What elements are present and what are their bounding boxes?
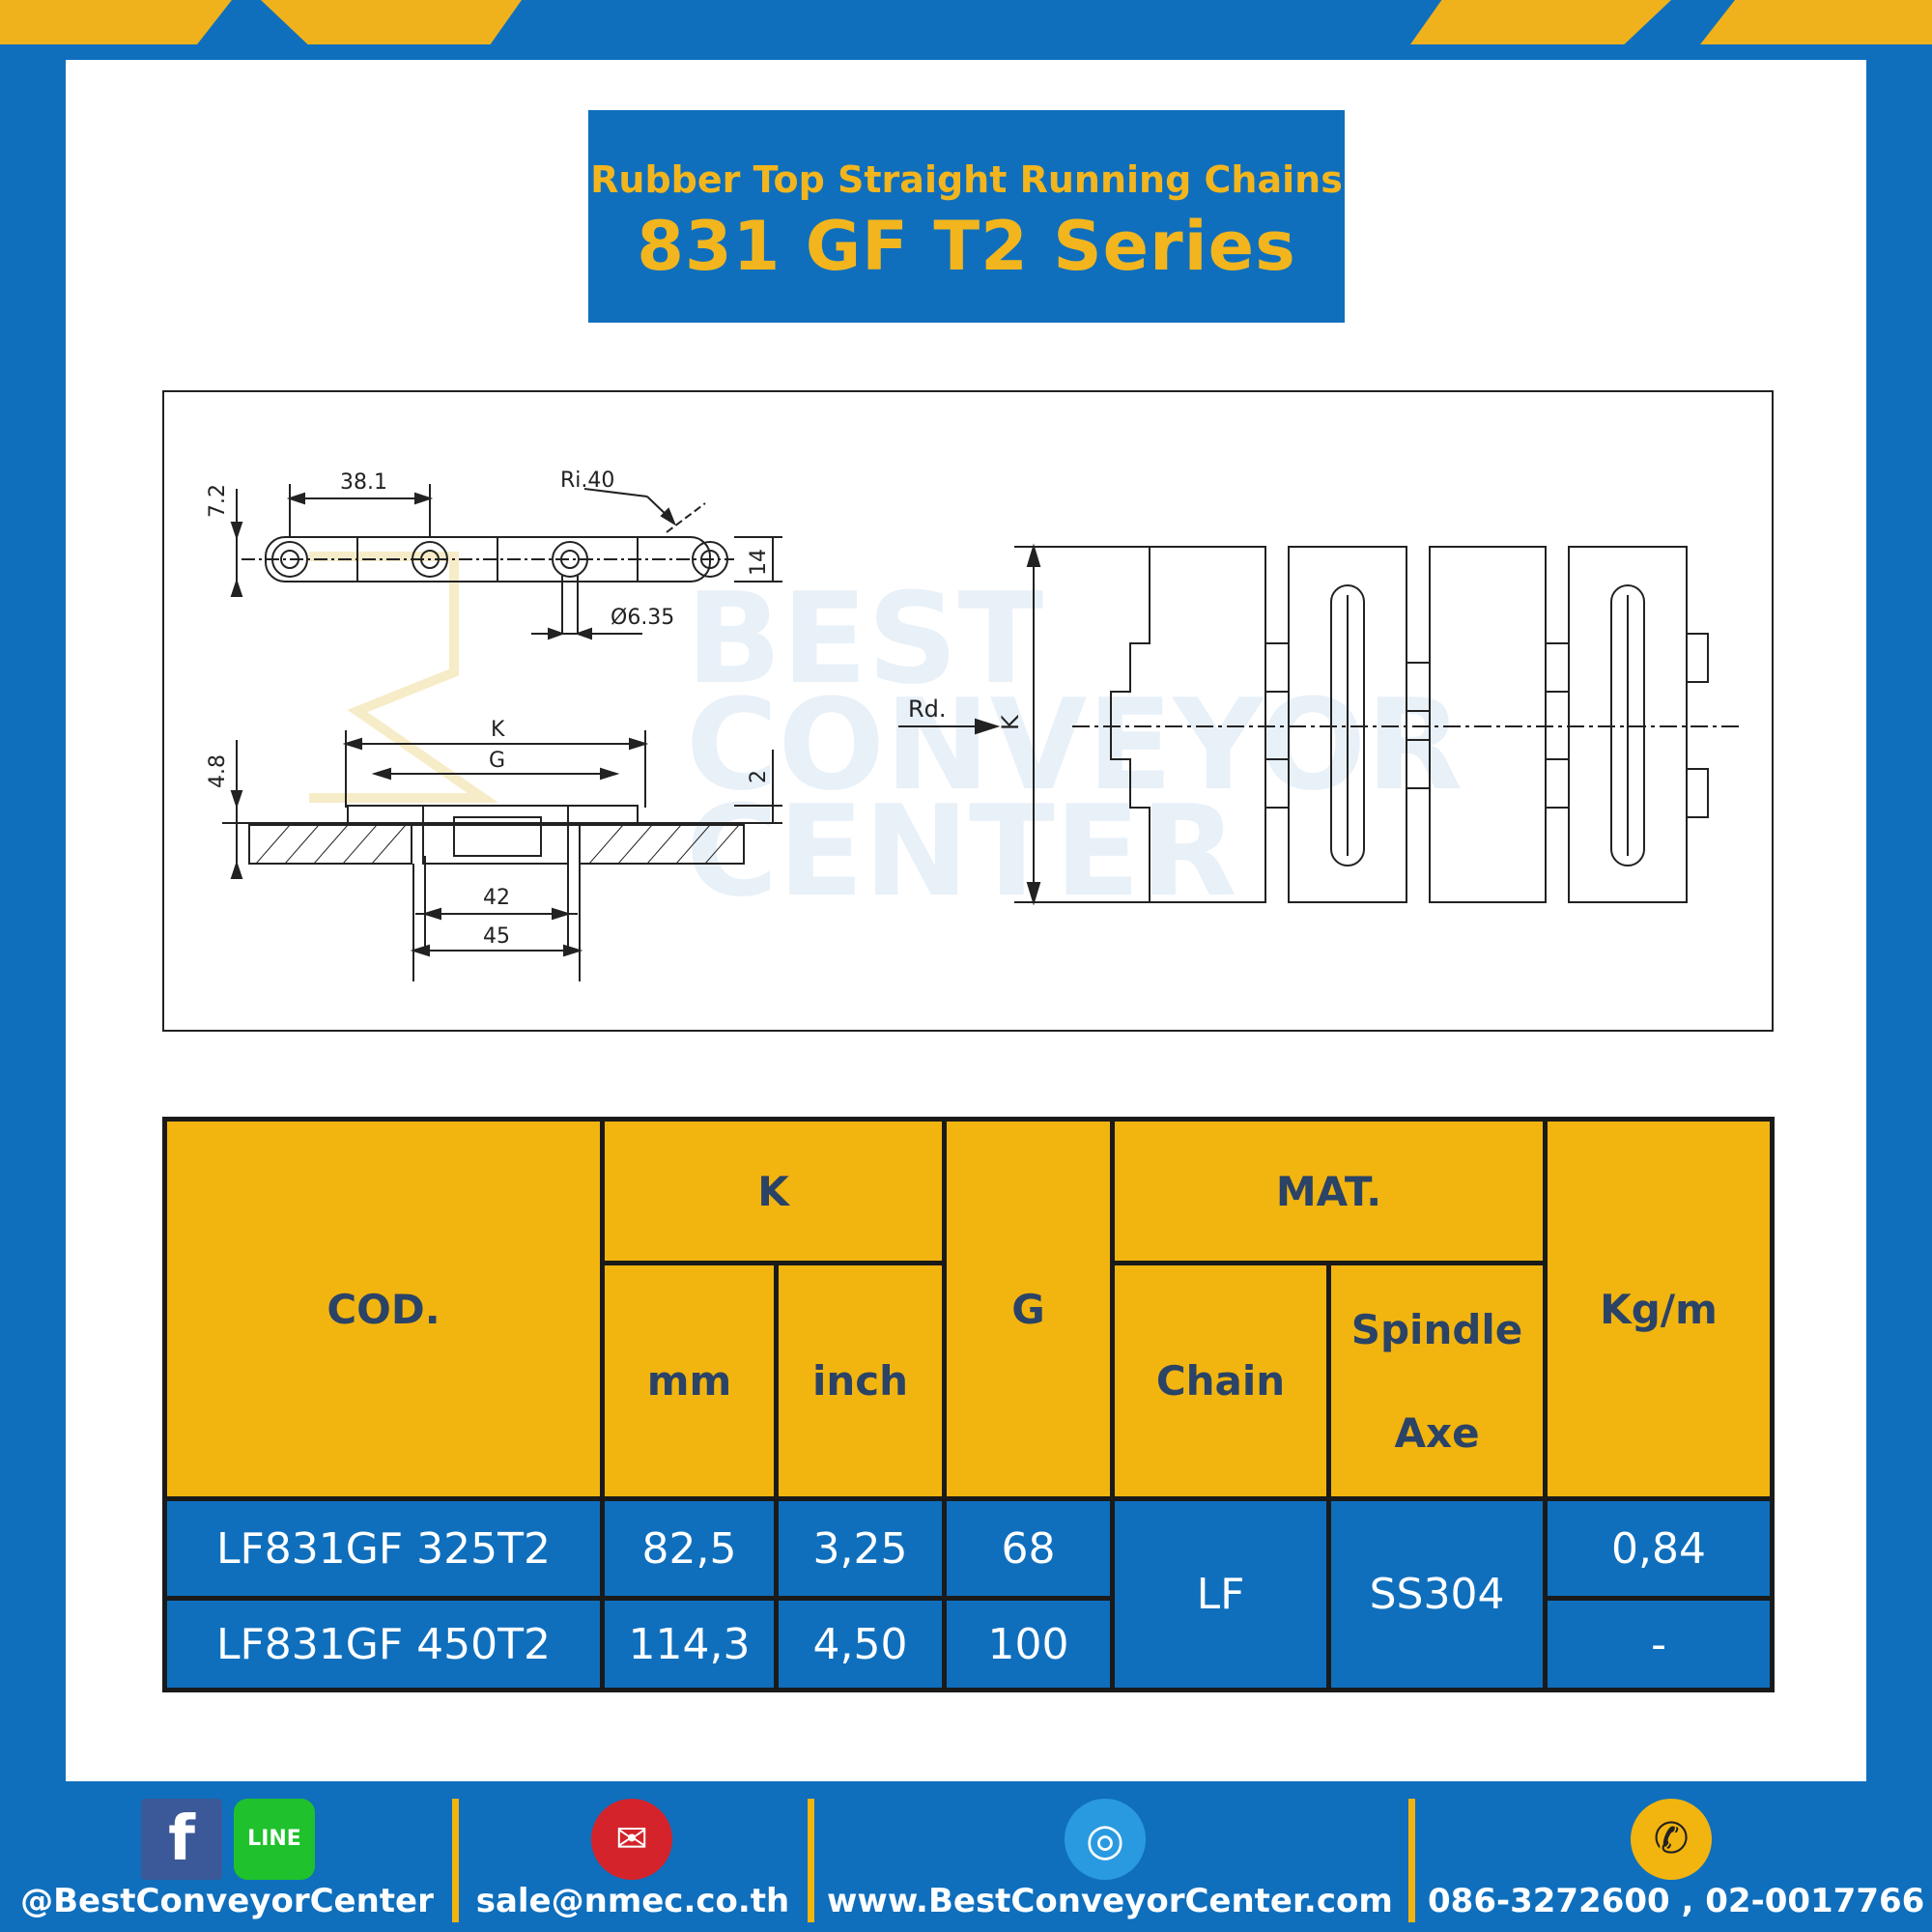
cross-section-view bbox=[222, 730, 782, 981]
header-inch: inch bbox=[773, 1261, 948, 1502]
watermark-line-2: CONVEYOR bbox=[686, 671, 1463, 818]
dim-pitch-label: 38.1 bbox=[340, 470, 387, 495]
watermark-logo-icon bbox=[309, 552, 499, 803]
row-2-inch: 4,50 bbox=[773, 1596, 948, 1692]
technical-drawing: BEST CONVEYOR CENTER bbox=[162, 390, 1774, 1032]
cross-section-labels: K G 4.8 2 42 45 bbox=[206, 718, 771, 949]
header-axe: Axe bbox=[1394, 1408, 1480, 1457]
header-mat: MAT. bbox=[1110, 1116, 1548, 1266]
product-title: 831 GF T2 Series bbox=[637, 207, 1296, 286]
header-spindle: Spindle bbox=[1350, 1305, 1523, 1353]
row-1-kgm: 0,84 bbox=[1543, 1496, 1776, 1602]
header-chain: Chain bbox=[1110, 1261, 1332, 1502]
footer-contact-bar: f LINE @BestConveyorCenter ✉ sale@nmec.c… bbox=[0, 1781, 1932, 1932]
top-view-labels: 38.1 Ri.40 7.2 14 Ø6.35 bbox=[206, 469, 771, 630]
dim-rd-label: Rd. bbox=[908, 696, 947, 723]
row-2-cod: LF831GF 450T2 bbox=[162, 1596, 605, 1692]
top-view bbox=[230, 484, 782, 640]
facebook-icon[interactable]: f bbox=[141, 1799, 222, 1880]
watermark: BEST CONVEYOR CENTER bbox=[686, 565, 1463, 924]
email-address: sale@nmec.co.th bbox=[475, 1882, 790, 1920]
top-stripe-3 bbox=[1410, 0, 1671, 44]
header-k: K bbox=[599, 1116, 948, 1266]
dim-height-mid-label: 4.8 bbox=[206, 754, 230, 788]
dim-42-label: 42 bbox=[483, 886, 510, 910]
social-handle: @BestConveyorCenter bbox=[20, 1882, 434, 1920]
row-1-mm: 82,5 bbox=[600, 1496, 779, 1602]
footer-email[interactable]: ✉ sale@nmec.co.th bbox=[473, 1781, 792, 1932]
row-2-kgm: - bbox=[1543, 1596, 1776, 1692]
top-stripe-2 bbox=[261, 0, 522, 44]
mat-spindle-value: SS304 bbox=[1326, 1496, 1548, 1692]
email-icon[interactable]: ✉ bbox=[591, 1799, 672, 1880]
footer-divider bbox=[452, 1799, 459, 1922]
header-spindle-axe: Spindle Axe bbox=[1326, 1261, 1548, 1502]
header-mm: mm bbox=[600, 1261, 779, 1502]
chain-diagram-svg: BEST CONVEYOR CENTER bbox=[206, 469, 1739, 981]
dim-radius-label: Ri.40 bbox=[560, 469, 614, 493]
line-icon[interactable]: LINE bbox=[234, 1799, 315, 1880]
row-2-mm: 114,3 bbox=[600, 1596, 779, 1692]
dim-g-label: G bbox=[489, 749, 505, 773]
dim-height-top-label: 7.2 bbox=[206, 484, 230, 518]
plan-view-labels: Rd. K bbox=[908, 696, 1024, 730]
globe-icon[interactable]: ◎ bbox=[1065, 1799, 1146, 1880]
product-subtitle: Rubber Top Straight Running Chains bbox=[590, 158, 1343, 201]
plan-view bbox=[898, 543, 1739, 906]
header-g: G bbox=[942, 1116, 1116, 1502]
mat-chain-value: LF bbox=[1110, 1496, 1332, 1692]
dim-k-label: K bbox=[491, 718, 505, 742]
dim-gap-label: 2 bbox=[747, 770, 771, 783]
footer-phone[interactable]: ✆ 086-3272600 , 02-0017766 bbox=[1428, 1781, 1925, 1932]
footer-divider bbox=[1408, 1799, 1415, 1922]
footer-website[interactable]: ◎ www.BestConveyorCenter.com bbox=[827, 1781, 1393, 1932]
watermark-line-1: BEST bbox=[686, 565, 1043, 712]
header-kgm: Kg/m bbox=[1543, 1116, 1776, 1502]
phone-icon[interactable]: ✆ bbox=[1631, 1799, 1712, 1880]
dim-thickness-label: 14 bbox=[747, 549, 771, 576]
watermark-line-3: CENTER bbox=[686, 778, 1237, 924]
header-cod: COD. bbox=[162, 1116, 605, 1502]
spec-table: COD. K G MAT. Kg/m mm inch Chain Spindle… bbox=[162, 1116, 1776, 1692]
footer-social[interactable]: f LINE @BestConveyorCenter bbox=[19, 1781, 435, 1932]
website-url: www.BestConveyorCenter.com bbox=[827, 1882, 1393, 1920]
dim-45-label: 45 bbox=[483, 924, 510, 949]
phone-numbers: 086-3272600 , 02-0017766 bbox=[1428, 1882, 1925, 1920]
dim-pin-dia-label: Ø6.35 bbox=[611, 606, 674, 630]
footer-divider bbox=[808, 1799, 814, 1922]
top-stripe-4 bbox=[1700, 0, 1932, 44]
top-stripe-1 bbox=[0, 0, 232, 44]
row-2-g: 100 bbox=[942, 1596, 1116, 1692]
hatch-lines bbox=[255, 824, 740, 865]
row-1-g: 68 bbox=[942, 1496, 1116, 1602]
dim-k-side-label: K bbox=[997, 714, 1024, 730]
title-box: Rubber Top Straight Running Chains 831 G… bbox=[588, 110, 1345, 323]
table-row: LF831GF 325T2 82,5 3,25 68 LF SS304 0,84 bbox=[162, 1496, 1776, 1692]
row-1-cod: LF831GF 325T2 bbox=[162, 1496, 605, 1602]
row-1-inch: 3,25 bbox=[773, 1496, 948, 1602]
table-row: LF831GF 450T2 114,3 4,50 100 - bbox=[162, 1596, 1776, 1692]
